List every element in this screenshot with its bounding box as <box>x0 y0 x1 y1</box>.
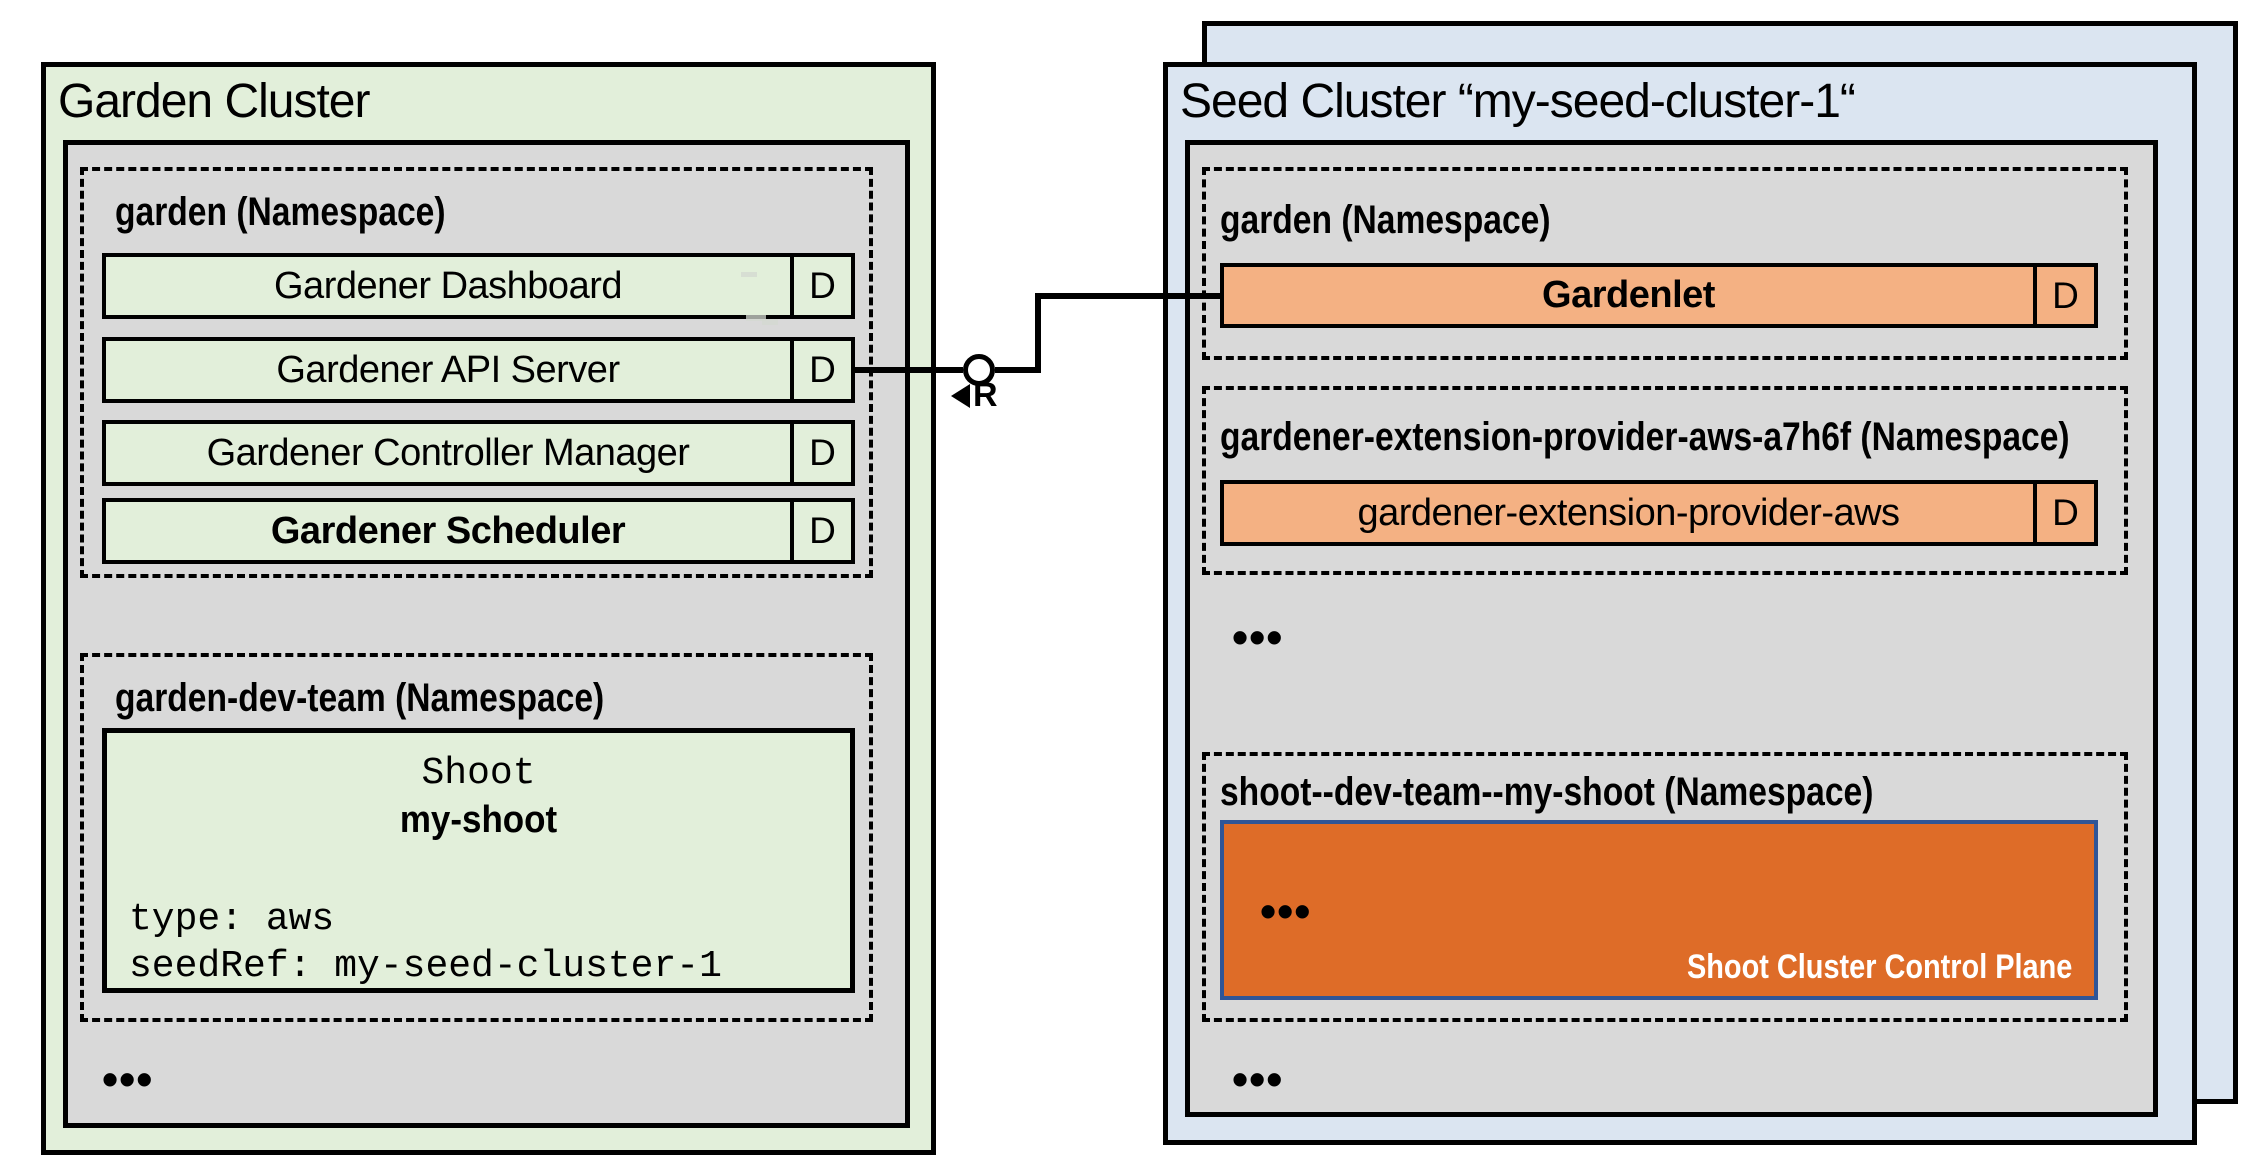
more-namespaces-indicator-bottom: ••• <box>1232 1053 1284 1105</box>
shoot-control-plane-box: ••• Shoot Cluster Control Plane <box>1220 820 2098 1000</box>
component-label: Gardener Scheduler <box>270 509 626 552</box>
seed-garden-namespace-box <box>1202 167 2128 360</box>
component-label: Gardenlet <box>1542 274 1715 316</box>
shoot-name: my-shoot <box>399 799 558 841</box>
extension-namespace-label: gardener-extension-provider-aws-a7h6f (N… <box>1220 415 2070 459</box>
garden-namespace-label: garden (Namespace) <box>115 190 446 234</box>
component-row-gardener-api-server: Gardener API Server D <box>102 337 855 403</box>
deployment-badge: D <box>2033 484 2094 542</box>
shoot-namespace-label: shoot--dev-team--my-shoot (Namespace) <box>1220 770 1874 814</box>
component-row-gardener-controller-manager: Gardener Controller Manager D <box>102 420 855 486</box>
seed-garden-namespace-label: garden (Namespace) <box>1220 198 1551 242</box>
deployment-badge: D <box>2033 267 2094 324</box>
deployment-badge: D <box>790 424 851 482</box>
component-row-gardenlet: Gardenlet D <box>1220 263 2098 328</box>
deployment-badge: D <box>790 341 851 399</box>
shoot-namespace-box <box>1202 752 2128 1022</box>
connector-segment-from-api-server <box>855 367 963 373</box>
connector-segment-vertical <box>1035 296 1041 373</box>
shoot-spec-seedref: seedRef: my-seed-cluster-1 <box>129 945 722 988</box>
artifact-dash <box>746 315 766 321</box>
shoot-spec-type: type: aws <box>129 898 335 941</box>
deployment-badge: D <box>790 257 851 315</box>
connector-segment-to-gardenlet <box>1035 293 1222 299</box>
interface-lollipop-circle <box>963 354 995 386</box>
control-plane-label: Shoot Cluster Control Plane <box>1686 948 2072 986</box>
dev-team-namespace-label: garden-dev-team (Namespace) <box>115 676 605 720</box>
component-label: Gardener Dashboard <box>274 264 623 307</box>
component-row-extension-provider-aws: gardener-extension-provider-aws D <box>1220 480 2098 546</box>
more-namespaces-indicator: ••• <box>1232 611 1284 663</box>
shoot-resource-card: Shoot my-shoot type: aws seedRef: my-see… <box>102 728 855 993</box>
component-row-gardener-scheduler: Gardener Scheduler D <box>102 498 855 564</box>
component-label: gardener-extension-provider-aws <box>1357 491 1900 534</box>
component-row-gardener-dashboard: Gardener Dashboard D <box>102 253 855 319</box>
connector-segment-middle <box>995 367 1037 373</box>
component-label: Gardener API Server <box>276 348 620 391</box>
more-items-indicator: ••• <box>102 1053 154 1105</box>
shoot-kind: Shoot <box>421 752 536 795</box>
component-label: Gardener Controller Manager <box>206 431 690 474</box>
control-plane-more-indicator: ••• <box>1260 885 1312 937</box>
dev-team-namespace-box <box>80 653 873 1022</box>
garden-cluster-title: Garden Cluster <box>58 75 370 128</box>
seed-cluster-title: Seed Cluster “my-seed-cluster-1“ <box>1180 75 1856 128</box>
artifact-dash <box>762 319 778 325</box>
required-arrowhead-icon <box>951 384 970 408</box>
extension-namespace-box <box>1202 386 2128 575</box>
required-interface-label: R <box>973 376 998 414</box>
artifact-dash <box>741 272 757 277</box>
deployment-badge: D <box>790 502 851 560</box>
